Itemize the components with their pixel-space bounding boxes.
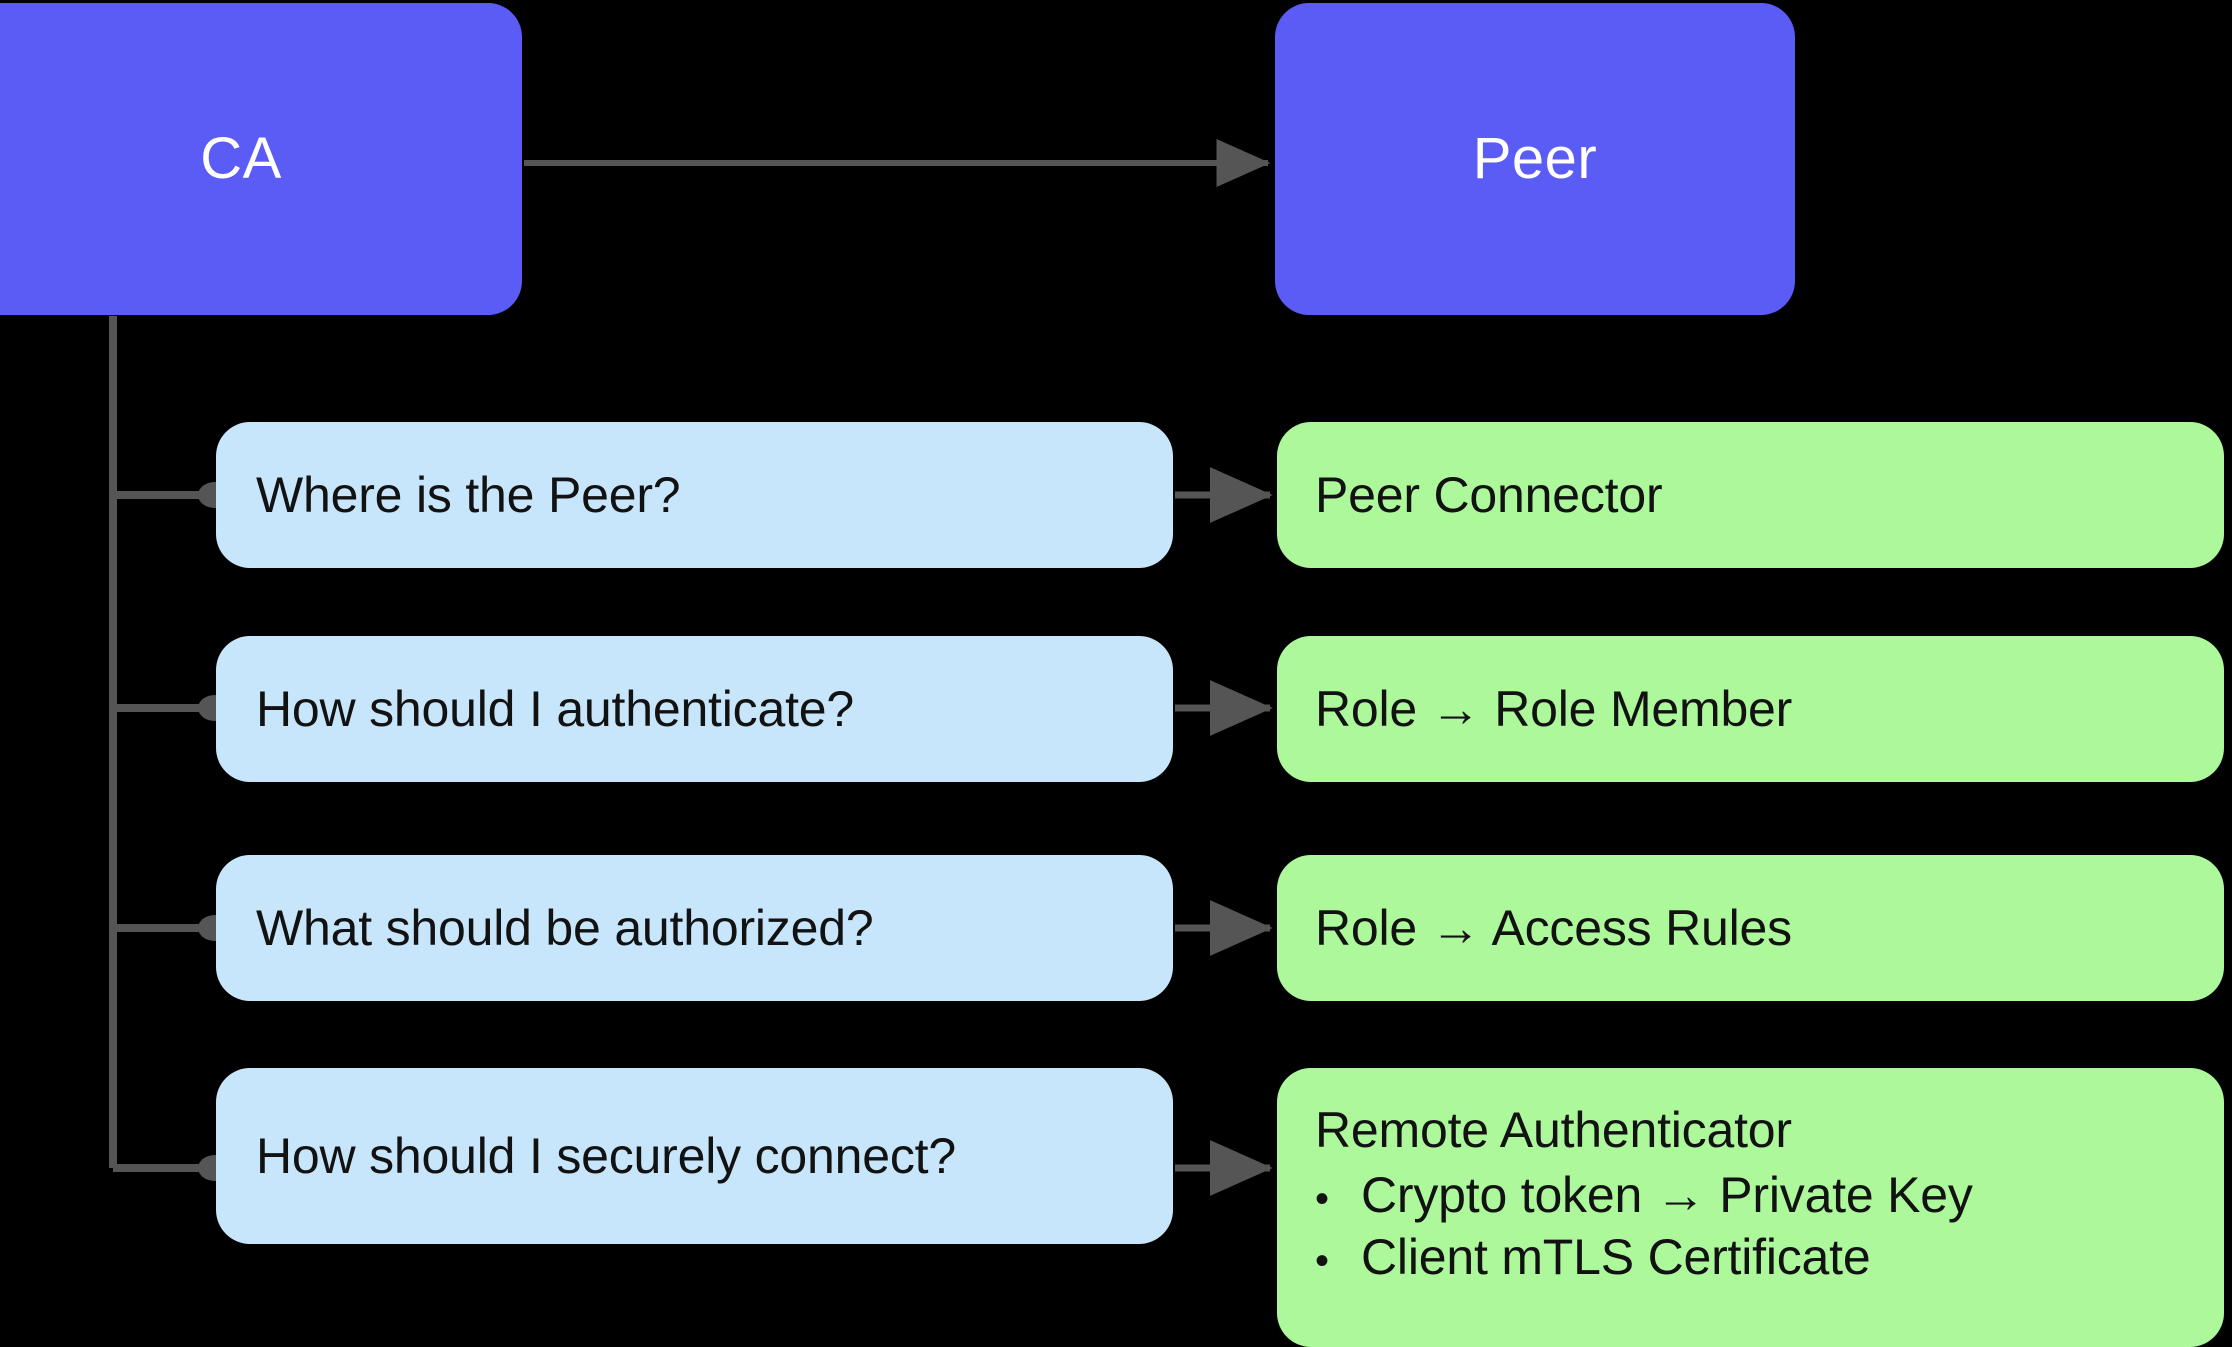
question-label-1: Where is the Peer? <box>256 467 681 523</box>
bullet-icon: • <box>1315 1177 1329 1221</box>
answer-heading-3: Role → Access Rules <box>1315 900 1792 956</box>
node-ca[interactable]: CA <box>0 3 522 315</box>
question-label-2: How should I authenticate? <box>256 681 854 737</box>
question-label-4: How should I securely connect? <box>256 1128 956 1184</box>
question-label-3: What should be authorized? <box>256 900 874 956</box>
question-box-1[interactable]: Where is the Peer? <box>216 422 1173 568</box>
bullet-text-2: Client mTLS Certificate <box>1361 1229 1871 1285</box>
question-box-4[interactable]: How should I securely connect? <box>216 1068 1173 1244</box>
answer-heading-4: Remote Authenticator <box>1315 1102 1792 1158</box>
node-peer-label: Peer <box>1472 126 1598 191</box>
answer-box-3[interactable]: Role → Access Rules <box>1277 855 2224 1001</box>
answer-box-2[interactable]: Role → Role Member <box>1277 636 2224 782</box>
answer-heading-2: Role → Role Member <box>1315 681 1793 737</box>
bullet-icon: • <box>1315 1239 1329 1283</box>
list-item: • Crypto token → Private Key <box>1315 1164 1973 1226</box>
bullet-text-1: Crypto token → Private Key <box>1361 1167 1973 1223</box>
answer-box-1[interactable]: Peer Connector <box>1277 422 2224 568</box>
answer-bullet-list-4: • Crypto token → Private Key • Client mT… <box>1315 1164 1973 1288</box>
list-item: • Client mTLS Certificate <box>1315 1226 1973 1288</box>
answer-box-4[interactable]: Remote Authenticator • Crypto token → Pr… <box>1277 1068 2224 1347</box>
question-box-2[interactable]: How should I authenticate? <box>216 636 1173 782</box>
node-ca-label: CA <box>200 126 282 191</box>
question-box-3[interactable]: What should be authorized? <box>216 855 1173 1001</box>
node-peer[interactable]: Peer <box>1275 3 1795 315</box>
answer-heading-1: Peer Connector <box>1315 467 1663 523</box>
